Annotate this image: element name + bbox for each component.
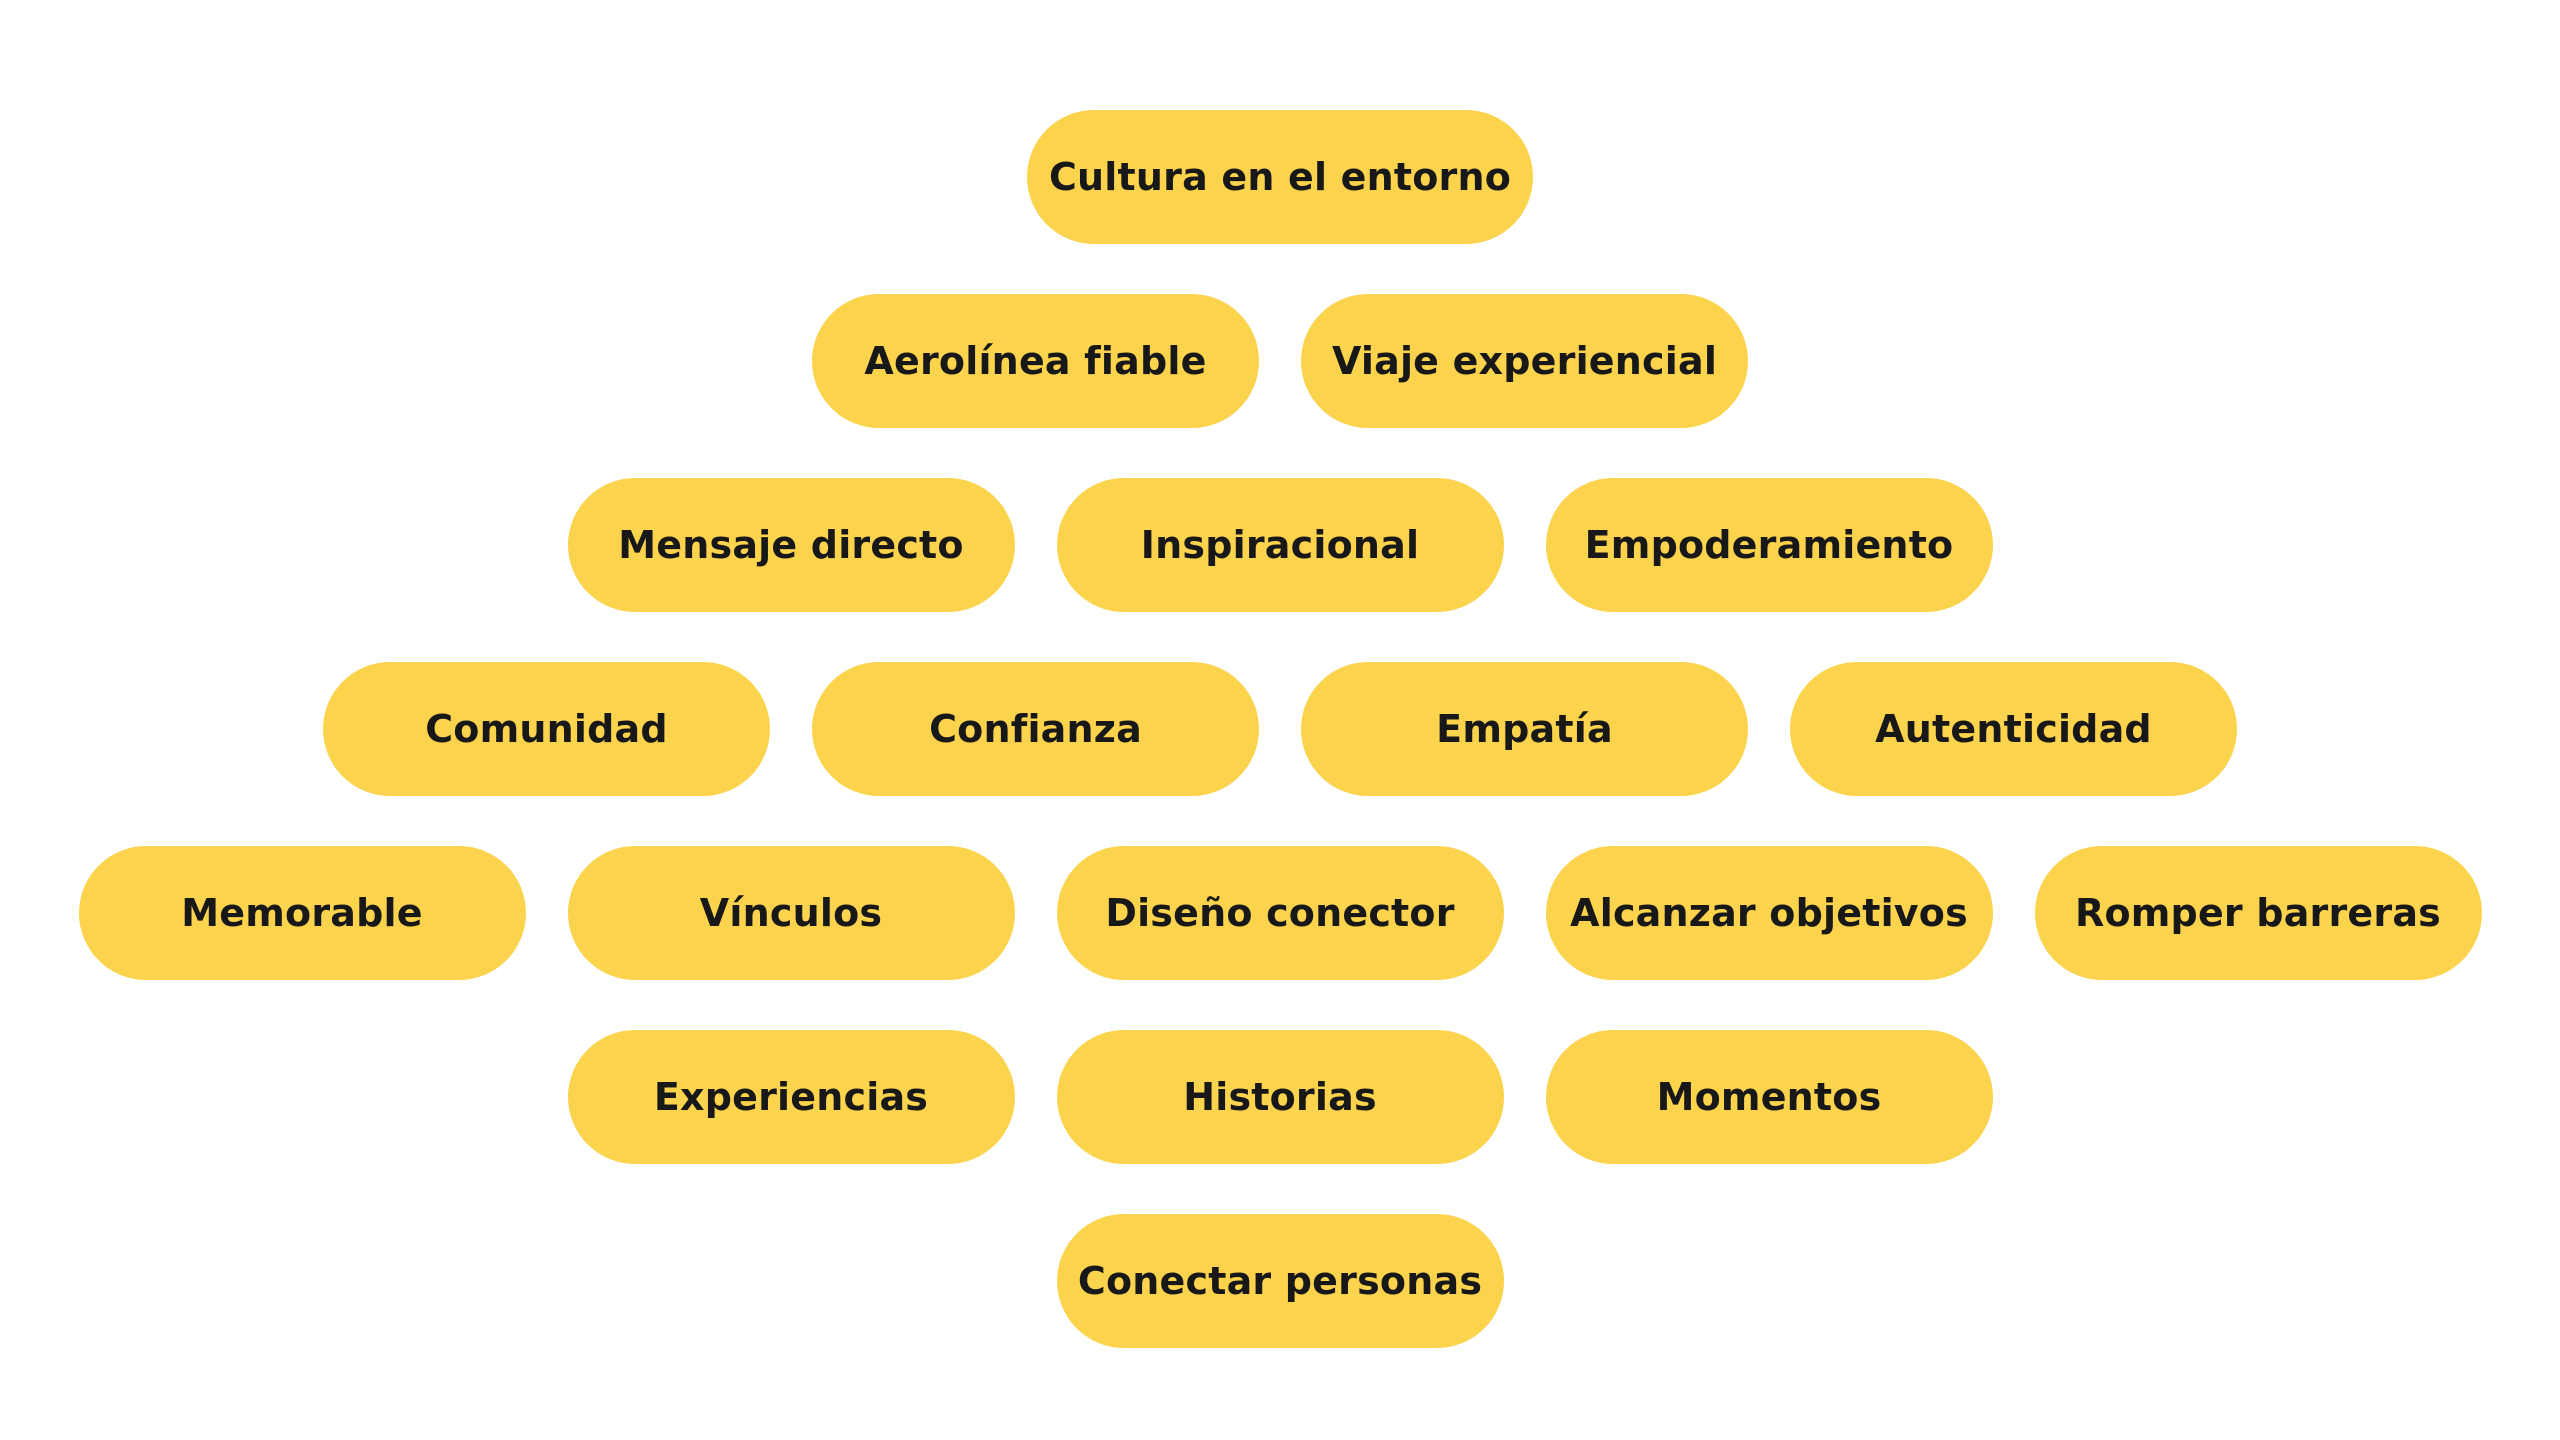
node-viaje-experiencial: Viaje experiencial xyxy=(1301,294,1748,428)
mindmap-row-3: Mensaje directo Inspiracional Empoderami… xyxy=(567,478,1993,612)
node-label: Vínculos xyxy=(699,891,883,935)
mindmap-row-1: Cultura en el entorno xyxy=(1027,110,1533,244)
node-label: Empatía xyxy=(1436,707,1613,751)
node-label: Conectar personas xyxy=(1077,1259,1483,1303)
node-confianza: Confianza xyxy=(812,662,1259,796)
mindmap-row-5: Memorable Vínculos Diseño conector Alcan… xyxy=(78,846,2482,980)
node-empatia: Empatía xyxy=(1301,662,1748,796)
node-label: Alcanzar objetivos xyxy=(1570,891,1968,935)
node-momentos: Momentos xyxy=(1545,1030,1993,1164)
node-label: Confianza xyxy=(929,707,1142,751)
node-label: Viaje experiencial xyxy=(1331,339,1718,383)
node-label: Autenticidad xyxy=(1875,707,2152,751)
node-label: Comunidad xyxy=(425,707,668,751)
node-mensaje-directo: Mensaje directo xyxy=(567,478,1015,612)
node-cultura-en-el-entorno: Cultura en el entorno xyxy=(1027,110,1533,244)
node-experiencias: Experiencias xyxy=(567,1030,1015,1164)
node-label: Memorable xyxy=(181,891,423,935)
node-diseno-conector: Diseño conector xyxy=(1056,846,1504,980)
mindmap-row-6: Experiencias Historias Momentos xyxy=(567,1030,1993,1164)
node-label: Diseño conector xyxy=(1105,891,1455,935)
mindmap-row-7: Conectar personas xyxy=(1056,1214,1504,1348)
node-label: Inspiracional xyxy=(1140,523,1420,567)
node-romper-barreras: Romper barreras xyxy=(2034,846,2482,980)
node-comunidad: Comunidad xyxy=(323,662,770,796)
node-label: Momentos xyxy=(1656,1075,1882,1119)
node-memorable: Memorable xyxy=(78,846,526,980)
node-label: Empoderamiento xyxy=(1584,523,1954,567)
node-label: Aerolínea fiable xyxy=(864,339,1207,383)
node-aerolinea-fiable: Aerolínea fiable xyxy=(812,294,1259,428)
mindmap-row-4: Comunidad Confianza Empatía Autenticidad xyxy=(323,662,2237,796)
node-vinculos: Vínculos xyxy=(567,846,1015,980)
node-alcanzar-objetivos: Alcanzar objetivos xyxy=(1545,846,1993,980)
node-label: Romper barreras xyxy=(2074,891,2441,935)
node-label: Mensaje directo xyxy=(618,523,964,567)
mindmap-row-2: Aerolínea fiable Viaje experiencial xyxy=(812,294,1748,428)
node-historias: Historias xyxy=(1056,1030,1504,1164)
node-label: Cultura en el entorno xyxy=(1048,155,1512,199)
node-conectar-personas: Conectar personas xyxy=(1056,1214,1504,1348)
node-label: Historias xyxy=(1183,1075,1377,1119)
node-inspiracional: Inspiracional xyxy=(1056,478,1504,612)
node-label: Experiencias xyxy=(653,1075,929,1119)
node-autenticidad: Autenticidad xyxy=(1790,662,2237,796)
node-empoderamiento: Empoderamiento xyxy=(1545,478,1993,612)
